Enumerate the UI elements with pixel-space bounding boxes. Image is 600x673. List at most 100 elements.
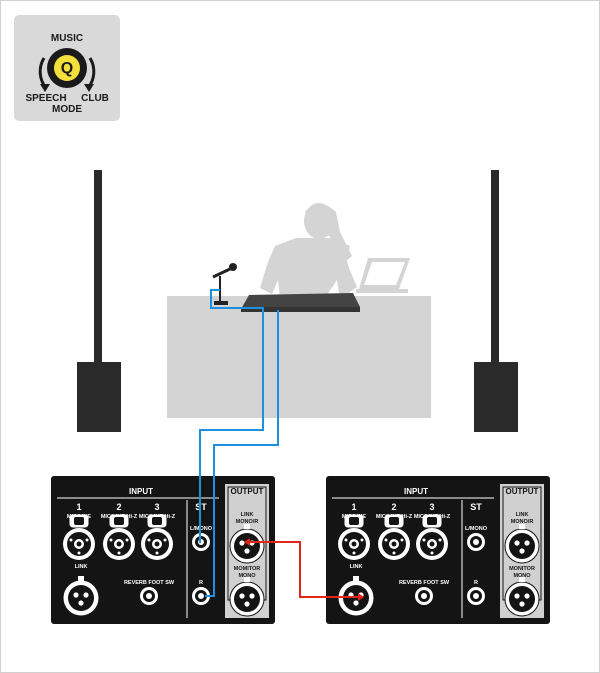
pin — [109, 538, 113, 542]
arrow-head-right-icon — [84, 84, 94, 92]
xlr-pin — [353, 600, 359, 606]
blue-cables — [199, 289, 279, 597]
pin — [125, 538, 129, 542]
latch-slot — [152, 517, 162, 525]
xlr-pin — [244, 601, 250, 607]
mode-label-mode: MODE — [52, 104, 82, 115]
speaker-right — [474, 170, 518, 432]
st-label: ST — [470, 502, 482, 512]
link-out-jack — [229, 524, 265, 564]
r-label: R — [199, 580, 203, 586]
xlr-tab — [519, 524, 525, 529]
combo-input-3 — [141, 514, 173, 560]
pin — [384, 538, 388, 542]
pin — [77, 551, 81, 555]
monitor-sub-label: MONO — [238, 573, 256, 579]
st-label: ST — [195, 502, 207, 512]
phone-jack-hole — [473, 593, 479, 599]
xlr-pin — [239, 593, 245, 599]
subwoofer-left — [77, 362, 121, 432]
cable-link — [250, 541, 358, 598]
dj-body — [260, 238, 357, 299]
latch-slot — [427, 517, 437, 525]
r-label: R — [474, 580, 478, 586]
xlr-pin — [73, 592, 79, 598]
dj-headphones-icon — [305, 204, 352, 262]
reverb-foot-sw-jack — [140, 587, 158, 605]
rear-panels: INPUTOUTPUT1MIC/LINE2MIC/LINE/Hi-Z3MIC/L… — [51, 476, 550, 624]
xlr-tab — [244, 524, 250, 529]
dj-booth — [167, 203, 431, 418]
channel-number: 3 — [429, 502, 434, 512]
pin — [438, 538, 442, 542]
dj-table — [167, 296, 431, 418]
laptop-base — [356, 289, 408, 293]
pin — [400, 538, 404, 542]
pin — [422, 538, 426, 542]
monitor-label: MONITOR — [509, 566, 535, 572]
xlr-pin — [514, 540, 520, 546]
pin — [163, 538, 167, 542]
xlr-body — [68, 585, 94, 611]
latch-slot — [349, 517, 359, 525]
link-in-jack — [63, 576, 99, 616]
subwoofer-right — [474, 362, 518, 432]
link-in-label: LINK — [75, 564, 88, 570]
xlr-pin — [78, 600, 84, 606]
combo-input-2 — [378, 514, 410, 560]
pin — [147, 538, 151, 542]
xlr-body — [234, 586, 260, 612]
pin — [85, 538, 89, 542]
channel-number: 3 — [154, 502, 159, 512]
pin — [344, 538, 348, 542]
cable-l-mono — [199, 289, 264, 543]
phone-jack-hole — [198, 593, 204, 599]
mode-label-speech: SPEECH — [25, 93, 66, 104]
latch-slot — [114, 517, 124, 525]
mic-stand-base — [214, 301, 228, 305]
rear-panel-2: INPUTOUTPUT1MIC/LINE2MIC/LINE/Hi-Z3MIC/L… — [326, 476, 550, 624]
link-out-sub-label: MONO/R — [236, 519, 259, 525]
jack-hole — [76, 541, 82, 547]
combo-input-3 — [416, 514, 448, 560]
xlr-pin — [239, 540, 245, 546]
channel-number: 2 — [391, 502, 396, 512]
output-title: OUTPUT — [506, 487, 539, 496]
reverb-label: REVERB FOOT SW — [399, 580, 450, 586]
link-out-label: LINK — [241, 512, 254, 518]
speaker-column-left — [94, 170, 102, 365]
mode-badge: Q MUSIC SPEECH CLUB MODE — [14, 15, 120, 121]
link-arrow-in-icon — [358, 593, 364, 601]
xlr-pin — [524, 593, 530, 599]
pin — [360, 538, 364, 542]
knob-letter: Q — [61, 60, 73, 77]
st-r-jack — [467, 587, 485, 605]
jack-hole — [116, 541, 122, 547]
combo-input-1 — [63, 514, 95, 560]
microphone-head — [229, 263, 237, 271]
xlr-tab — [78, 576, 84, 581]
jack-hole — [429, 541, 435, 547]
monitor-out-jack — [504, 577, 540, 617]
link-out-jack — [504, 524, 540, 564]
st-r-jack — [192, 587, 210, 605]
phone-jack-hole — [146, 593, 152, 599]
reverb-label: REVERB FOOT SW — [124, 580, 175, 586]
speaker-left — [77, 170, 121, 432]
xlr-tab — [519, 577, 525, 582]
monitor-out-jack — [229, 577, 265, 617]
xlr-pin — [519, 548, 525, 554]
xlr-tab — [353, 576, 359, 581]
reverb-foot-sw-jack — [415, 587, 433, 605]
xlr-pin — [519, 601, 525, 607]
combo-input-2 — [103, 514, 135, 560]
latch-slot — [74, 517, 84, 525]
jack-hole — [351, 541, 357, 547]
jack-hole — [154, 541, 160, 547]
mixer-front — [241, 307, 360, 312]
combo-input-1 — [338, 514, 370, 560]
input-title: INPUT — [129, 487, 153, 496]
pin — [392, 551, 396, 555]
laptop-screen — [364, 262, 405, 285]
